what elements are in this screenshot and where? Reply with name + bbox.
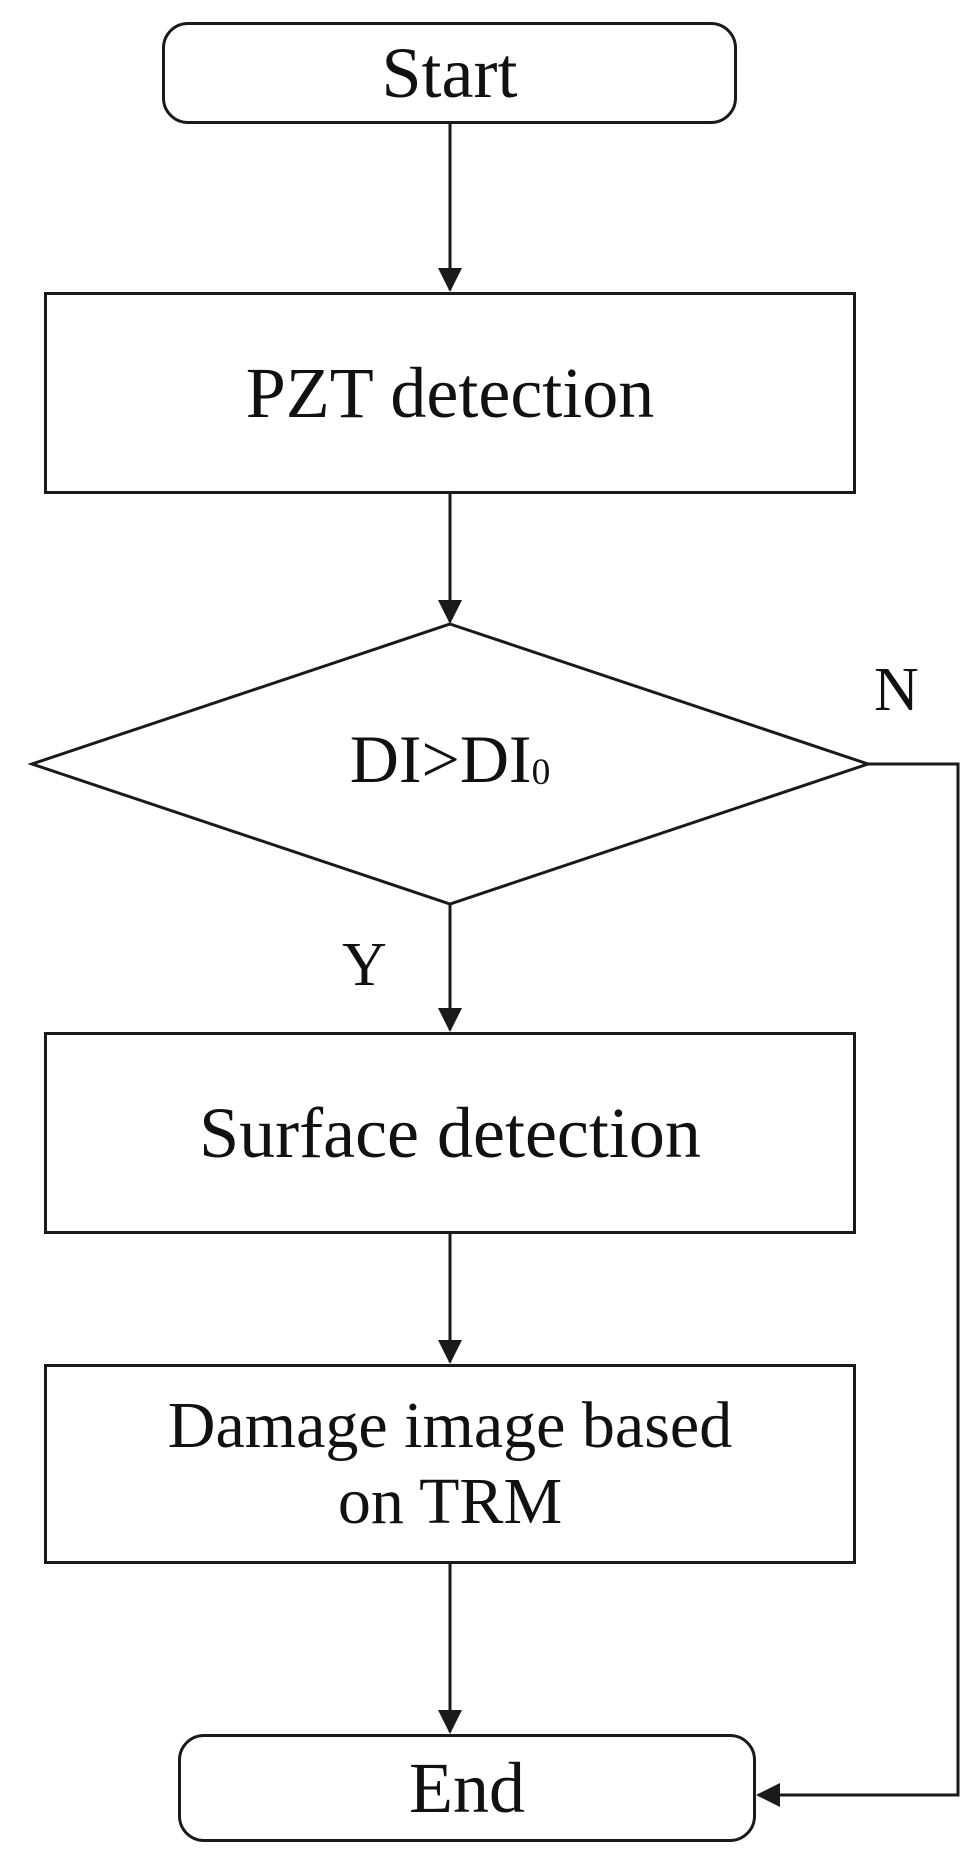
- decision-main-text: DI>DI: [349, 721, 532, 797]
- no-branch-label: N: [874, 656, 919, 724]
- surface-detection-node: Surface detection: [44, 1032, 856, 1234]
- damage-image-label: Damage image based on TRM: [168, 1388, 732, 1540]
- damage-image-node: Damage image based on TRM: [44, 1364, 856, 1564]
- pzt-detection-label: PZT detection: [245, 352, 655, 433]
- end-label: End: [409, 1747, 525, 1828]
- start-node: Start: [162, 22, 737, 124]
- pzt-detection-node: PZT detection: [44, 292, 856, 494]
- end-node: End: [178, 1734, 756, 1842]
- damage-image-line-2: on TRM: [337, 1465, 563, 1538]
- surface-detection-label: Surface detection: [199, 1092, 701, 1173]
- decision-label: DI>DI0: [0, 720, 900, 799]
- start-label: Start: [381, 32, 518, 113]
- yes-branch-label: Y: [342, 931, 387, 999]
- decision-subscript: 0: [531, 751, 551, 793]
- arrow-decision-no-to-end: [756, 762, 960, 1807]
- damage-image-line-1: Damage image based: [167, 1389, 733, 1463]
